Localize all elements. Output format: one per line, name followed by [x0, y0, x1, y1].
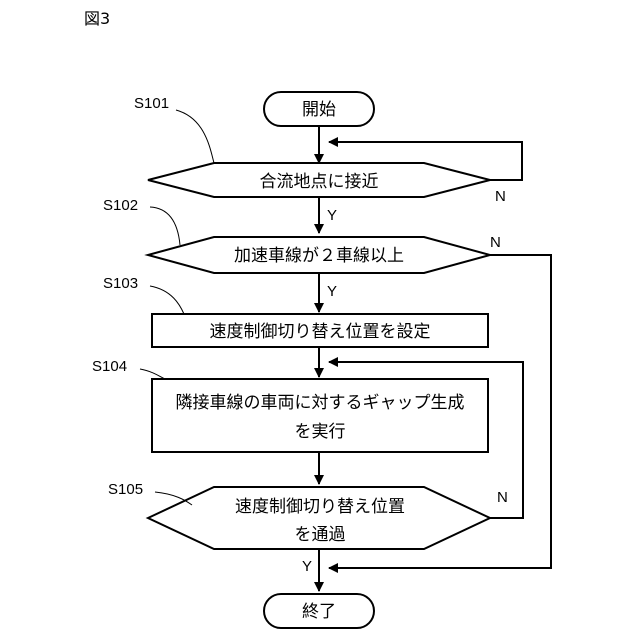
- decision-s105-line1: 速度制御切り替え位置: [235, 497, 405, 517]
- step-id-s101: S101: [134, 95, 169, 112]
- branch-s105-yes: Y: [302, 558, 312, 575]
- leader-s104: [140, 369, 165, 379]
- decision-s105-line2: を通過: [295, 525, 346, 545]
- branch-s105-no: N: [497, 489, 508, 506]
- step-id-s102: S102: [103, 197, 138, 214]
- decision-s102-label: 加速車線が２車線以上: [234, 246, 404, 266]
- step-id-s104: S104: [92, 358, 127, 375]
- leader-s101: [176, 110, 214, 163]
- process-s104-line1: 隣接車線の車両に対するギャップ生成: [176, 393, 465, 413]
- branch-s101-no: N: [495, 188, 506, 205]
- end-label: 終了: [302, 602, 336, 622]
- branch-s102-no: N: [490, 234, 501, 251]
- leader-s102: [150, 207, 180, 245]
- process-s103-label: 速度制御切り替え位置を設定: [210, 322, 431, 342]
- start-label: 開始: [302, 100, 336, 120]
- figure-title: 図3: [84, 9, 110, 28]
- decision-s101-label: 合流地点に接近: [260, 172, 379, 192]
- branch-s102-yes: Y: [327, 283, 337, 300]
- process-s104-line2: を実行: [295, 422, 346, 442]
- step-id-s103: S103: [103, 275, 138, 292]
- leader-s103: [150, 286, 184, 314]
- branch-s101-yes: Y: [327, 207, 337, 224]
- step-id-s105: S105: [108, 481, 143, 498]
